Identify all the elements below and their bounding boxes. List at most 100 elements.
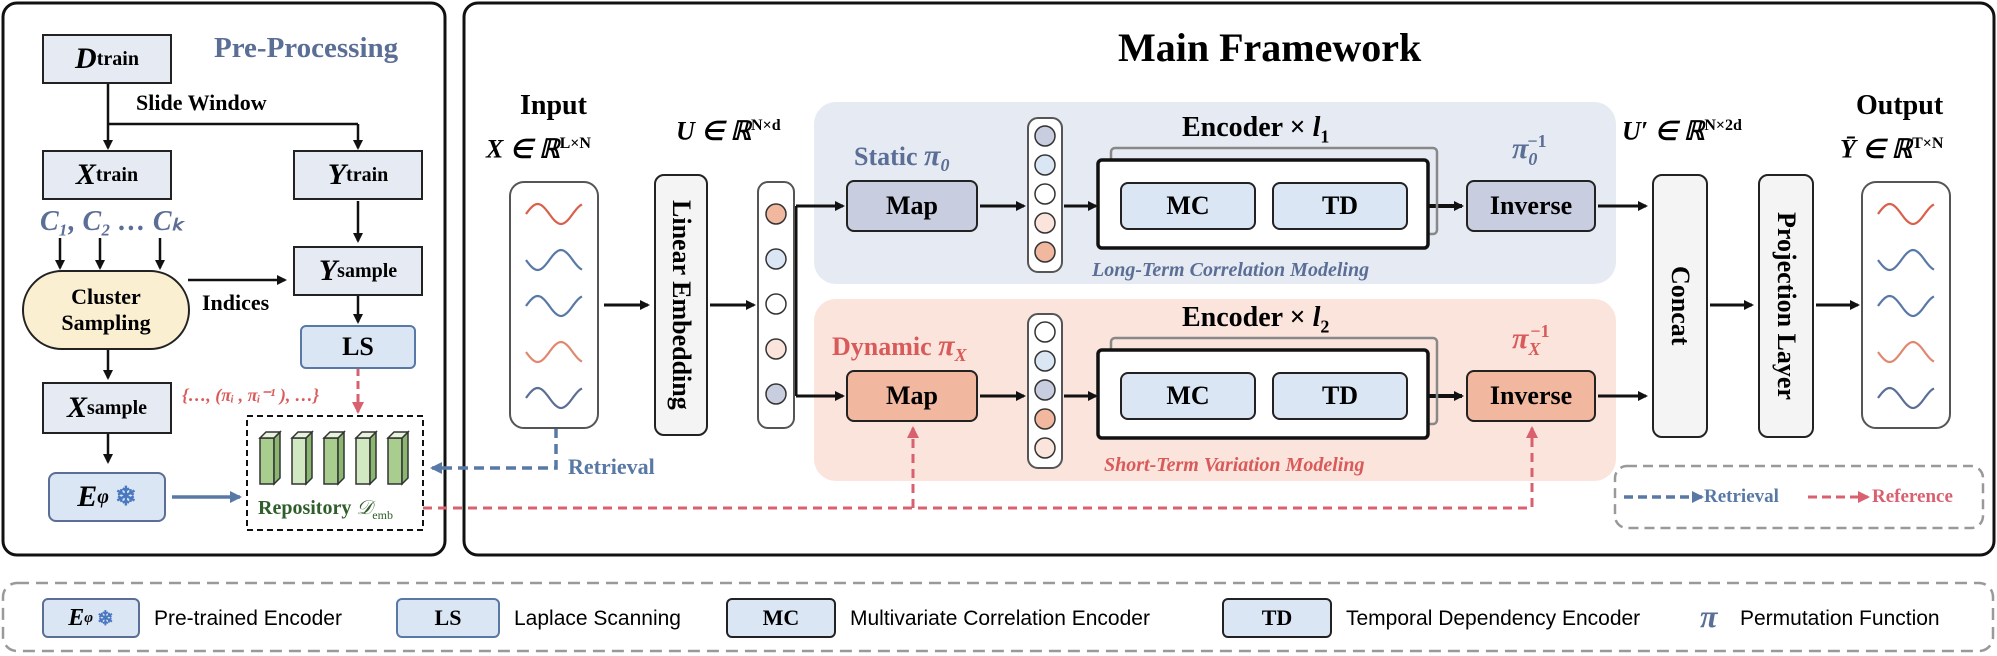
projection-layer-box: Projection Layer <box>1758 174 1814 438</box>
u-token <box>765 383 787 405</box>
static-token <box>1034 154 1056 176</box>
main-title: Main Framework <box>1118 25 1422 70</box>
input-series-wave <box>525 248 583 272</box>
dynamic-token <box>1034 408 1056 430</box>
embedding-block-side <box>369 430 377 486</box>
embedding-block-top <box>386 431 410 439</box>
preprocessing-panel <box>1 1 447 557</box>
short-term-label: Short-Term Variation Modeling <box>1104 454 1365 476</box>
embedding-block-side <box>273 430 281 486</box>
u-token <box>765 338 787 360</box>
preprocessing-title: Pre-Processing <box>214 32 399 64</box>
legend-pi-key: π <box>1700 598 1718 634</box>
inverse-bottom-box: Inverse <box>1466 370 1596 422</box>
static-token <box>1034 125 1056 147</box>
ls-box: LS <box>300 325 416 369</box>
main-framework-panel <box>462 1 1996 557</box>
cluster-labels: C₁, C₂ … Cₖ <box>40 206 184 237</box>
u-prime-math: U′ ∈ ℝN×2d <box>1622 116 1742 146</box>
output-label: Output <box>1856 90 1944 121</box>
output-series-wave <box>1877 248 1935 272</box>
pix-inverse-label: πX−1 <box>1512 321 1550 359</box>
embedding-block <box>387 437 403 485</box>
dynamic-token <box>1034 350 1056 372</box>
snowflake-icon: ❄ <box>114 482 137 511</box>
dynamic-token <box>1034 437 1056 459</box>
input-series-box <box>509 181 599 429</box>
embedding-block-side <box>305 430 313 486</box>
slide-window-label: Slide Window <box>136 90 267 115</box>
dynamic-token <box>1034 379 1056 401</box>
legend-retrieval-label: Retrieval <box>1704 486 1779 507</box>
encoder-top-label: Encoder × l1 <box>1182 112 1330 147</box>
dynamic-token <box>1034 321 1056 343</box>
concat-box: Concat <box>1652 174 1708 438</box>
output-series-wave <box>1877 340 1935 364</box>
embedding-block <box>259 437 275 485</box>
input-label: Input <box>520 90 587 121</box>
output-series-wave <box>1877 202 1935 226</box>
u-token <box>765 203 787 225</box>
u-token <box>765 248 787 270</box>
input-series-wave <box>525 202 583 226</box>
u-math: U ∈ ℝN×d <box>676 116 781 146</box>
embedding-block-side <box>337 430 345 486</box>
static-token <box>1034 183 1056 205</box>
td-bottom-box: TD <box>1272 372 1408 420</box>
indices-label: Indices <box>202 290 270 315</box>
legend-mc-key: MC <box>726 598 836 638</box>
pi0-inverse-label: π0−1 <box>1512 131 1547 169</box>
legend-td-desc: Temporal Dependency Encoder <box>1346 607 1641 630</box>
input-series-wave <box>525 386 583 410</box>
legend-mc-desc: Multivariate Correlation Encoder <box>850 607 1150 630</box>
td-top-box: TD <box>1272 182 1408 230</box>
output-series-wave <box>1877 386 1935 410</box>
permutation-pairs: {…, (πᵢ , πᵢ⁻¹ ), …} <box>182 385 320 405</box>
legend-pi-desc: Permutation Function <box>1740 607 1940 630</box>
retrieval-label: Retrieval <box>568 454 655 479</box>
embedding-block-top <box>322 431 346 439</box>
static-label: Static π0 <box>854 139 950 176</box>
u-token <box>765 293 787 315</box>
legend-encoder-desc: Pre-trained Encoder <box>154 607 342 630</box>
encoder-bottom-label: Encoder × l2 <box>1182 302 1330 337</box>
input-series-wave <box>525 294 583 318</box>
snowflake-icon: ❄ <box>97 607 114 630</box>
dynamic-label: Dynamic πX <box>832 329 967 366</box>
embedding-block-top <box>290 431 314 439</box>
embedding-block-top <box>258 431 282 439</box>
embedding-block <box>291 437 307 485</box>
embedding-block <box>323 437 339 485</box>
mc-top-box: MC <box>1120 182 1256 230</box>
legend-td-key: TD <box>1222 598 1332 638</box>
legend-ls-key: LS <box>396 598 500 638</box>
legend-ls-desc: Laplace Scanning <box>514 607 681 630</box>
embedding-block-side <box>401 430 409 486</box>
long-term-label: Long-Term Correlation Modeling <box>1092 259 1370 281</box>
map-static-button: Map <box>846 180 978 232</box>
output-series-wave <box>1877 294 1935 318</box>
linear-embedding-box: Linear Embedding <box>654 174 708 436</box>
embedding-block-top <box>354 431 378 439</box>
static-token <box>1034 212 1056 234</box>
input-math: X ∈ ℝL×N <box>486 134 591 164</box>
inverse-top-box: Inverse <box>1466 180 1596 232</box>
embedding-block <box>355 437 371 485</box>
legend-reference-label: Reference <box>1872 486 1953 507</box>
mc-bottom-box: MC <box>1120 372 1256 420</box>
map-dynamic-button: Map <box>846 370 978 422</box>
bottom-legend-panel <box>1 581 1995 653</box>
output-series-box <box>1861 181 1951 429</box>
output-math: Ȳ ∈ ℝT×N <box>1840 134 1944 164</box>
static-token <box>1034 241 1056 263</box>
input-series-wave <box>525 340 583 364</box>
main-legend-box <box>1613 464 1985 530</box>
